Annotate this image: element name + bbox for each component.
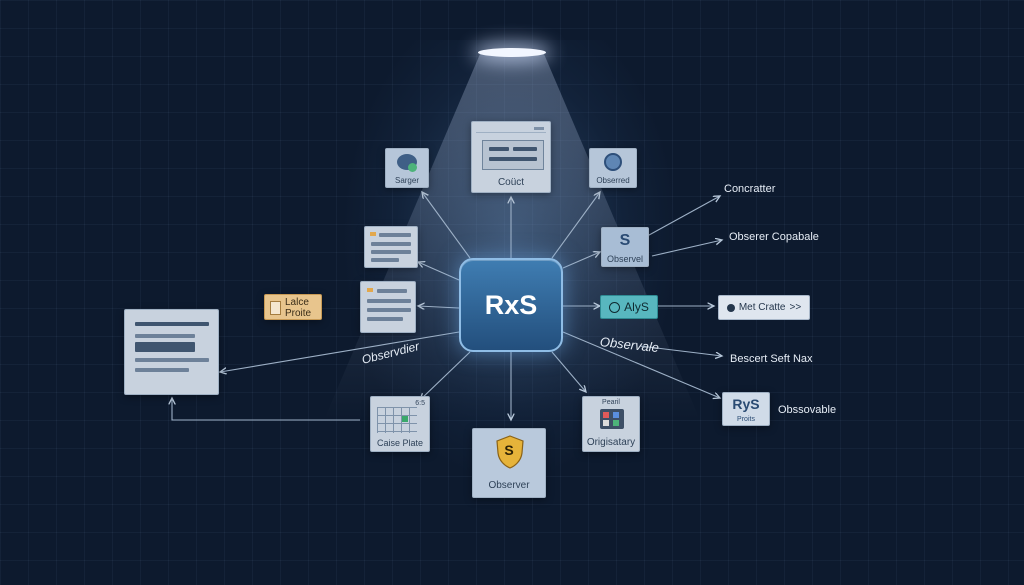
shield-icon	[496, 435, 524, 469]
met-suffix: >>	[789, 302, 802, 313]
edge-to-observed	[551, 192, 600, 259]
edge-case-to-big-doc	[172, 398, 360, 421]
lalce-node[interactable]: Lalce Proite	[264, 294, 322, 320]
edge-to-observel	[562, 252, 600, 269]
bullet-icon	[726, 303, 735, 312]
label-bescert: Bescert Seft Nax	[730, 353, 813, 365]
observel-letter: S	[619, 232, 631, 249]
clock-icon	[609, 301, 621, 313]
globe-icon	[604, 153, 622, 171]
cuct-node[interactable]: Coüct	[471, 121, 551, 193]
edge-to-bescert	[639, 345, 722, 356]
rys-line1: RyS	[732, 396, 760, 412]
observer-shield-node[interactable]: S Observer	[472, 428, 546, 498]
edge-to-sarger	[422, 192, 471, 259]
observed-node[interactable]: Obserred	[589, 148, 637, 188]
tag-marker	[370, 232, 376, 236]
shield-caption: Observer	[488, 480, 530, 491]
alys-node[interactable]: AlyS	[600, 295, 658, 319]
shield-letter: S	[504, 442, 514, 458]
alys-label: AlyS	[624, 300, 649, 314]
lalce-line2: Proite	[285, 308, 312, 319]
observel-caption: Observel	[606, 254, 643, 264]
spotlight-lamp	[478, 48, 546, 57]
case-plate-node[interactable]: 6:5 Caise Plate	[370, 396, 430, 452]
edge-to-doc-mid	[418, 306, 460, 308]
origin-caption: Origisatary	[586, 437, 636, 448]
window-content	[482, 140, 544, 170]
case-caption: Caise Plate	[376, 438, 424, 448]
edge-to-doc-top	[418, 262, 460, 281]
doc-node-middle[interactable]	[360, 281, 416, 333]
label-concratter: Concratter	[724, 183, 776, 195]
edge-to-big-doc	[220, 331, 460, 372]
origin-top: Pearil	[602, 399, 620, 406]
sarger-node[interactable]: Sarger	[385, 148, 429, 188]
edge-to-rys	[562, 331, 720, 398]
window-bar	[476, 126, 546, 133]
lalce-line1: Lalce	[285, 297, 309, 308]
met-label: Met Cratte	[738, 302, 786, 313]
origin-node[interactable]: Pearil Origisatary	[582, 396, 640, 452]
rys-line2: Proits	[737, 416, 755, 423]
app-grid-icon	[600, 409, 624, 429]
label-obssovable: Obssovable	[778, 404, 837, 416]
sarger-caption: Sarger	[394, 176, 419, 185]
label-observer-copabale: Obserer Copabale	[729, 231, 819, 243]
rxs-center-node[interactable]: RxS	[459, 258, 563, 352]
calendar-grid-icon	[377, 407, 417, 433]
doc-node-upper[interactable]	[364, 226, 418, 268]
status-dot-icon	[408, 163, 417, 172]
observed-caption: Obserred	[596, 176, 630, 185]
edge-to-concratter	[639, 196, 720, 241]
case-corner: 6:5	[415, 400, 425, 407]
document-panel-node[interactable]	[124, 309, 219, 395]
rys-node[interactable]: RyS Proits	[722, 392, 770, 426]
observel-node[interactable]: S Observel	[601, 227, 649, 267]
met-cratte-node[interactable]: Met Cratte >>	[718, 295, 810, 320]
edge-to-copabale	[651, 240, 722, 257]
cuct-caption: Coüct	[497, 177, 525, 188]
doc-icon	[270, 301, 281, 315]
edge-to-case	[420, 351, 471, 400]
edge-to-origin	[551, 351, 586, 392]
tag-marker	[367, 288, 373, 292]
